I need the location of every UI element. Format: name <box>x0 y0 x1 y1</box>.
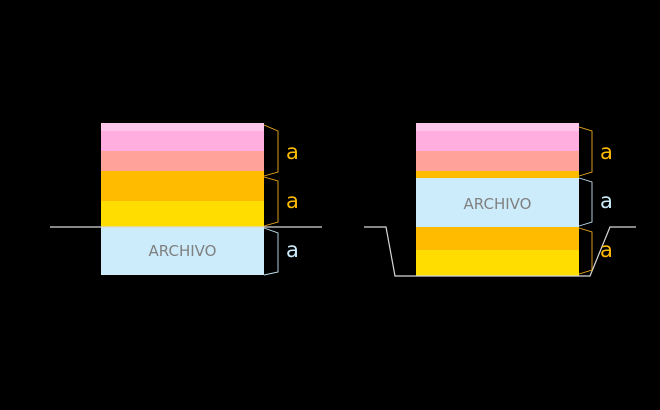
right-archivo-block <box>416 178 579 227</box>
right-brace-label-top: a <box>600 140 613 164</box>
right-brace-bottom <box>578 227 593 275</box>
right-stack: ARCHIVO <box>416 123 579 276</box>
right-archivo-label: ARCHIVO <box>464 195 532 213</box>
right-layer-orange <box>416 227 579 250</box>
left-archivo-block <box>101 227 264 275</box>
left-archivo-label: ARCHIVO <box>149 242 217 260</box>
left-layer-pink-top <box>101 123 264 131</box>
right-layer-pink <box>416 131 579 151</box>
right-layer-salmon <box>416 151 579 171</box>
left-diagram: ARCHIVO a a a <box>50 123 322 276</box>
left-brace-labels: a a a <box>286 140 299 262</box>
left-layer-salmon <box>101 151 264 171</box>
left-brace-middle <box>263 176 279 227</box>
right-ground-trench <box>364 226 636 277</box>
left-brace-label-bottom: a <box>286 238 299 262</box>
right-brace-labels: a a a <box>600 140 613 262</box>
left-brace-label-top: a <box>286 140 299 164</box>
left-layer-yellow <box>101 201 264 227</box>
right-diagram: ARCHIVO a a a <box>364 123 636 277</box>
left-braces <box>263 124 279 276</box>
right-braces <box>578 126 593 275</box>
left-layer-orange <box>101 171 264 201</box>
left-stack: ARCHIVO <box>101 123 264 275</box>
right-layer-pink-top <box>416 123 579 131</box>
left-brace-label-middle: a <box>286 189 299 213</box>
left-brace-bottom <box>263 227 279 276</box>
right-brace-label-middle: a <box>600 189 613 213</box>
left-brace-top <box>263 124 279 177</box>
right-brace-label-bottom: a <box>600 238 613 262</box>
right-layer-yellow <box>416 250 579 276</box>
right-brace-top <box>578 126 593 177</box>
right-layer-orange-thin <box>416 171 579 178</box>
left-layer-pink <box>101 131 264 151</box>
right-brace-middle <box>578 177 593 227</box>
